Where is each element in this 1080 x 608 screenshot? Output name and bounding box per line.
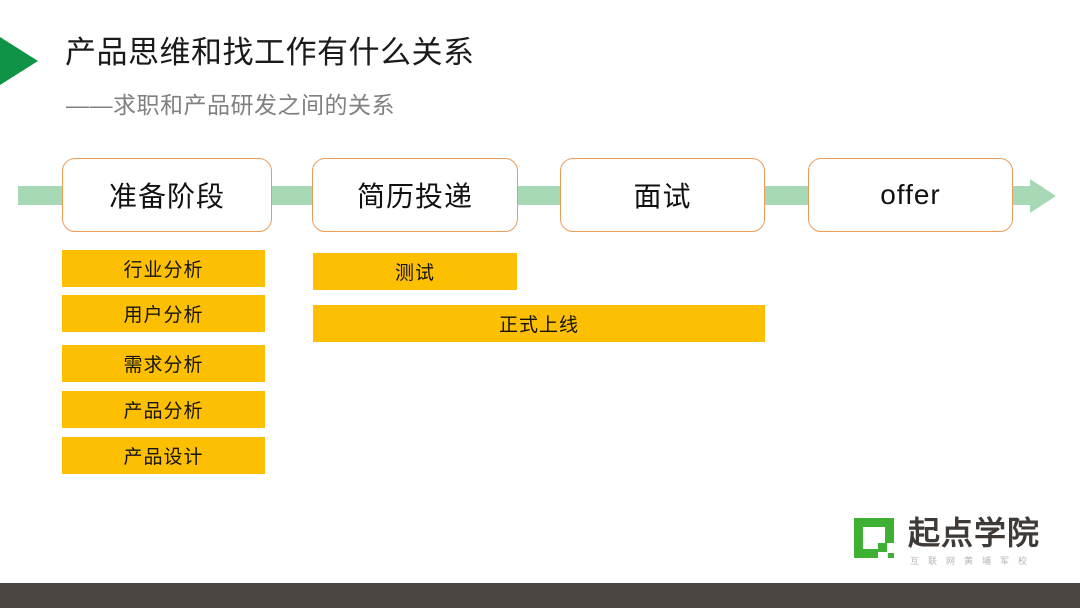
page-subtitle: ——求职和产品研发之间的关系 — [66, 92, 395, 118]
page-title: 产品思维和找工作有什么关系 — [65, 35, 475, 70]
green-triangle-marker-icon — [0, 37, 38, 85]
task-bar[interactable]: 用户分析 — [62, 295, 265, 332]
task-bar-label: 用户分析 — [123, 305, 204, 326]
footer-bar — [0, 583, 1080, 608]
process-flow: 准备阶段 简历投递 面试 offer — [0, 156, 1080, 236]
flow-stage-label: 准备阶段 — [108, 181, 225, 212]
task-bar-label: 需求分析 — [123, 355, 204, 376]
qidian-q-mark-icon — [854, 518, 894, 558]
task-bar[interactable]: 正式上线 — [313, 305, 765, 342]
flow-stage-preparation[interactable]: 准备阶段 — [62, 158, 272, 232]
flow-connector — [270, 186, 314, 205]
flow-stage-resume-submit[interactable]: 简历投递 — [312, 158, 518, 232]
flow-connector — [516, 186, 562, 205]
task-bar[interactable]: 行业分析 — [62, 250, 265, 287]
task-bar[interactable]: 需求分析 — [62, 345, 265, 382]
task-bar-label: 行业分析 — [123, 260, 204, 281]
brand-logo: 起点学院 互联网黄埔军校 — [852, 514, 1058, 572]
flow-arrow-head-icon — [1030, 179, 1056, 213]
flow-stage-label: 面试 — [633, 181, 692, 212]
flow-stage-offer[interactable]: offer — [808, 158, 1013, 232]
task-bar[interactable]: 测试 — [313, 253, 517, 290]
brand-name: 起点学院 — [908, 515, 1041, 551]
flow-connector — [18, 186, 64, 205]
task-bar-label: 正式上线 — [498, 315, 579, 336]
task-bar[interactable]: 产品分析 — [62, 391, 265, 428]
flow-connector — [763, 186, 810, 205]
flow-stage-label: 简历投递 — [356, 181, 473, 212]
task-bar-label: 测试 — [394, 263, 435, 284]
flow-stage-interview[interactable]: 面试 — [560, 158, 765, 232]
task-bar-label: 产品分析 — [123, 401, 204, 422]
flow-stage-label: offer — [880, 179, 941, 210]
task-bar-label: 产品设计 — [123, 447, 204, 468]
task-bar[interactable]: 产品设计 — [62, 437, 265, 474]
brand-tagline: 互联网黄埔军校 — [910, 556, 1037, 566]
